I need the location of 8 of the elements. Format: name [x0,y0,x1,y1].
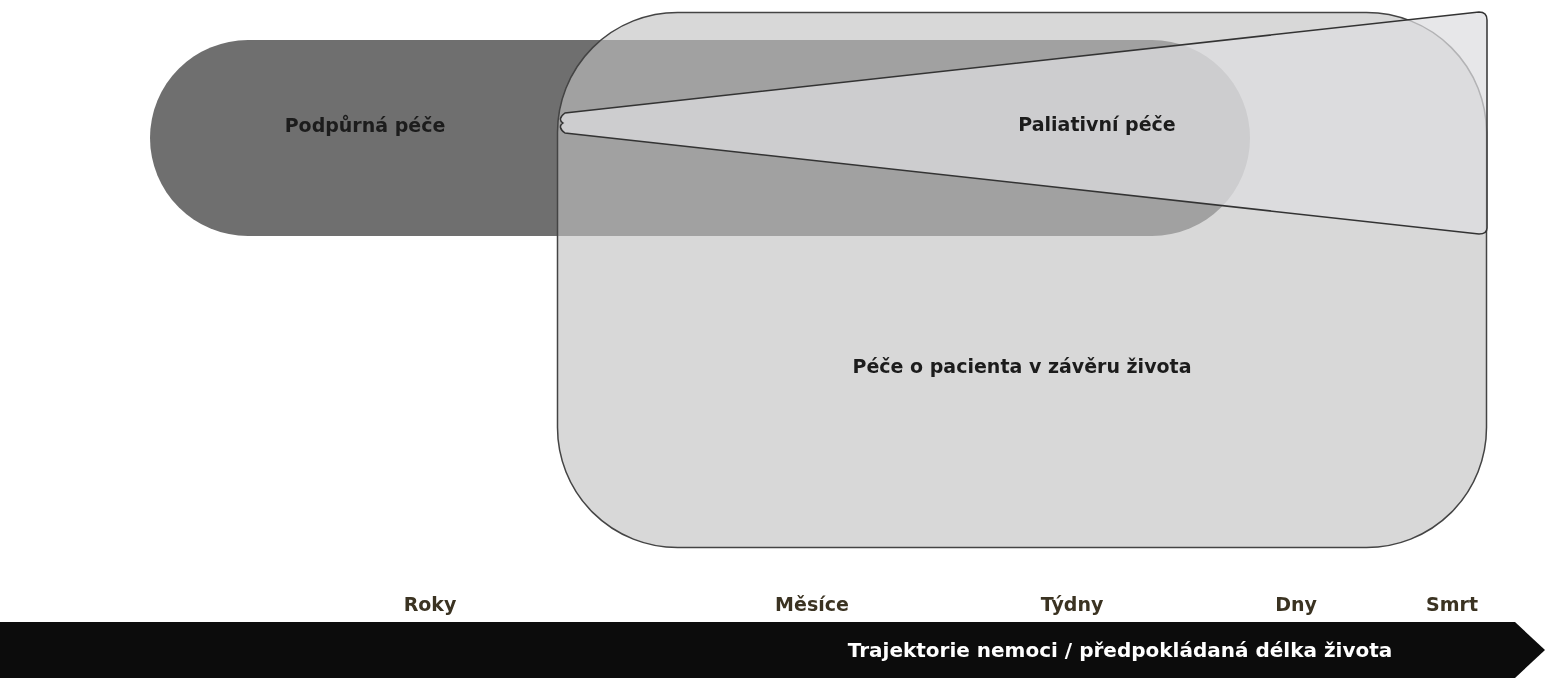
node-label: Trajektorie nemoci / předpokládaná délka života [847,638,1393,662]
node-label: Péče o pacienta v závěru života [852,355,1192,377]
time-label: Smrt [1426,593,1478,615]
node-label: Podpůrná péče [284,114,446,136]
time-label: Měsíce [775,593,849,615]
node-label: Paliativní péče [1018,113,1176,135]
time-label: Dny [1275,593,1317,615]
time-label: Roky [403,593,457,615]
